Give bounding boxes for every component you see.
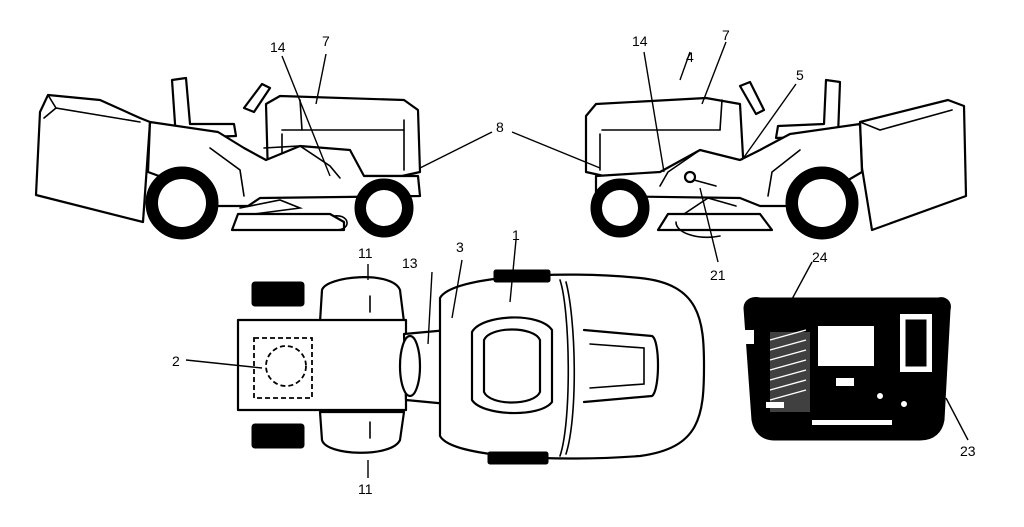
callout-21: 21: [710, 267, 726, 283]
callout-23: 23: [960, 443, 976, 459]
grass-bag-top: [236, 318, 408, 412]
callout-1: 1: [512, 227, 520, 243]
callout-8: 8: [496, 119, 504, 135]
callout-2: 2: [172, 353, 180, 369]
callout-11-top: 11: [358, 245, 373, 261]
callout-11-bottom: 11: [358, 481, 373, 497]
tractor-left-side-view: [34, 76, 422, 240]
bag-inner-panel: [253, 337, 313, 399]
grass-bag-right: [858, 98, 968, 232]
callout-14-right: 14: [632, 33, 648, 49]
mower-deck-left: [230, 212, 346, 232]
steering-left: [242, 82, 272, 114]
leader-lines: [185, 41, 969, 478]
rear-wheel-top-upper: [251, 281, 305, 307]
rear-wheel-top-lower: [251, 423, 305, 449]
callout-5: 5: [796, 67, 804, 83]
callout-7-right: 7: [722, 27, 730, 43]
steering-right: [738, 80, 766, 116]
callout-7-left: 7: [322, 33, 330, 49]
callout-24: 24: [812, 249, 828, 265]
callout-4: 4: [686, 49, 694, 65]
tractor-right-side-view: [584, 78, 968, 240]
mower-deck-right: [656, 212, 774, 232]
callout-3: 3: [456, 239, 464, 255]
grass-bag-left: [34, 93, 152, 224]
panel-detail-view: [743, 297, 951, 441]
fender-top-lower: [318, 410, 406, 454]
tractor-top-view: [236, 269, 706, 465]
callout-14-left: 14: [270, 39, 286, 55]
callout-13: 13: [402, 255, 418, 271]
callout-labels: 14 7 8 14 4 7 5 21 11 13 3 1 2 11 24 23: [172, 27, 976, 497]
fender-top-upper: [318, 276, 406, 324]
